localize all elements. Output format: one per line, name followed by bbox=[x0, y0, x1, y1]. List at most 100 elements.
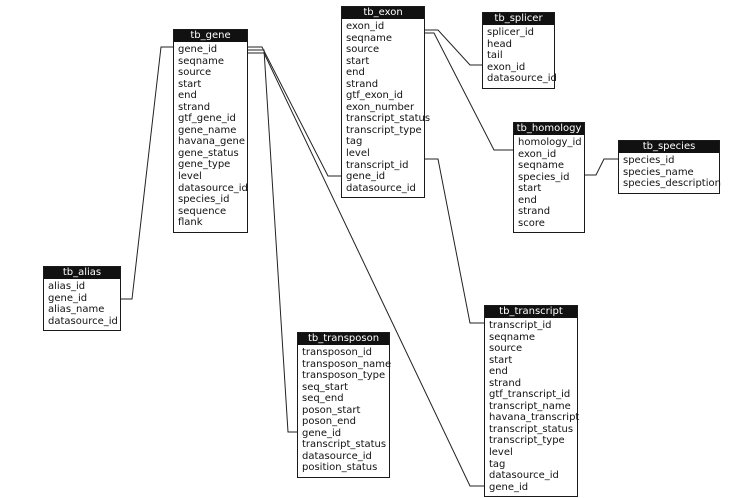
field-gene-name: gene_name bbox=[178, 124, 237, 136]
field-splicer-id: splicer_id bbox=[487, 27, 535, 38]
field-datasource-id: datasource_id bbox=[346, 182, 416, 194]
field-source: source bbox=[489, 343, 523, 355]
field-gene-id: gene_id bbox=[302, 427, 342, 439]
field-strand: strand bbox=[489, 377, 522, 389]
field-alias-name: alias_name bbox=[48, 304, 105, 316]
field-start: start bbox=[178, 78, 202, 90]
field-gtf-transcript-id: gtf_transcript_id bbox=[489, 389, 571, 401]
table-header: tb_transcript bbox=[485, 306, 577, 318]
field-level: level bbox=[489, 447, 513, 459]
link-exon-transcript bbox=[425, 158, 484, 324]
field-exon-number: exon_number bbox=[346, 101, 415, 113]
table-header: tb_exon bbox=[342, 7, 424, 19]
link-homology-species bbox=[585, 158, 618, 176]
field-start: start bbox=[518, 183, 542, 195]
field-species-id: species_id bbox=[518, 171, 570, 183]
field-level: level bbox=[178, 171, 202, 183]
field-strand: strand bbox=[518, 206, 551, 218]
field-datasource-id: datasource_id bbox=[48, 315, 118, 327]
link-gene-transcript bbox=[248, 52, 484, 487]
field-seqname: seqname bbox=[489, 331, 536, 343]
field-gene-id: gene_id bbox=[48, 292, 88, 304]
field-species-id: species_id bbox=[623, 155, 675, 166]
field-transcript-id: transcript_id bbox=[489, 320, 552, 331]
field-gene-type: gene_type bbox=[178, 159, 231, 171]
field-gtf-gene-id: gtf_gene_id bbox=[178, 113, 236, 125]
field-transcript-status: transcript_status bbox=[302, 439, 387, 451]
field-species-id: species_id bbox=[178, 194, 230, 206]
field-strand: strand bbox=[178, 101, 211, 113]
field-end: end bbox=[346, 67, 365, 79]
field-sequence: sequence bbox=[178, 205, 227, 217]
field-end: end bbox=[489, 366, 508, 378]
field-gene-id: gene_id bbox=[178, 44, 218, 55]
link-exon-splicer bbox=[425, 29, 482, 66]
field-gene-id: gene_id bbox=[346, 171, 386, 183]
field-transposon-type: transposon_type bbox=[302, 370, 386, 382]
field-head: head bbox=[487, 38, 512, 50]
field-source: source bbox=[178, 67, 212, 79]
field-alias-id: alias_id bbox=[48, 281, 86, 292]
field-transposon-name: transposon_name bbox=[302, 358, 392, 370]
link-gene-transposon bbox=[248, 49, 297, 433]
field-strand: strand bbox=[346, 78, 379, 90]
table-header: tb_transposon bbox=[298, 333, 389, 345]
field-end: end bbox=[518, 194, 537, 206]
field-transcript-status: transcript_status bbox=[346, 113, 431, 125]
link-alias-gene bbox=[118, 46, 173, 300]
field-poson-end: poson_end bbox=[302, 416, 356, 428]
field-seq-start: seq_start bbox=[302, 381, 349, 393]
field-exon-id: exon_id bbox=[518, 148, 557, 160]
field-tail: tail bbox=[487, 50, 503, 62]
field-tag: tag bbox=[489, 458, 506, 470]
field-flank: flank bbox=[178, 217, 203, 229]
field-transcript-type: transcript_type bbox=[346, 124, 422, 136]
field-level: level bbox=[346, 148, 370, 160]
field-datasource-id: datasource_id bbox=[178, 182, 248, 194]
field-end: end bbox=[178, 90, 197, 102]
field-gtf-exon-id: gtf_exon_id bbox=[346, 90, 403, 102]
field-transcript-name: transcript_name bbox=[489, 400, 571, 412]
field-gene-status: gene_status bbox=[178, 147, 239, 159]
field-tag: tag bbox=[346, 136, 363, 148]
link-gene-exon bbox=[248, 46, 341, 177]
field-gene-id: gene_id bbox=[489, 481, 529, 493]
field-datasource-id: datasource_id bbox=[487, 73, 557, 85]
field-start: start bbox=[346, 55, 370, 67]
field-exon-id: exon_id bbox=[346, 21, 385, 32]
table-header: tb_species bbox=[619, 141, 719, 153]
field-position-status: position_status bbox=[302, 462, 378, 474]
field-source: source bbox=[346, 44, 380, 56]
table-header: tb_alias bbox=[44, 267, 120, 279]
table-header: tb_gene bbox=[174, 30, 247, 42]
table-header: tb_homology bbox=[514, 123, 584, 135]
field-seqname: seqname bbox=[346, 32, 393, 44]
field-species-name: species_name bbox=[623, 166, 694, 178]
table-header: tb_splicer bbox=[483, 13, 554, 25]
field-datasource-id: datasource_id bbox=[489, 470, 559, 482]
field-transposon-id: transposon_id bbox=[302, 347, 372, 358]
field-transcript-status: transcript_status bbox=[489, 423, 574, 435]
field-havana-gene: havana_gene bbox=[178, 136, 245, 148]
field-homology-id: homology_id bbox=[518, 137, 582, 148]
field-seqname: seqname bbox=[518, 160, 565, 172]
field-seqname: seqname bbox=[178, 55, 225, 67]
field-species-description: species_description bbox=[623, 178, 721, 190]
